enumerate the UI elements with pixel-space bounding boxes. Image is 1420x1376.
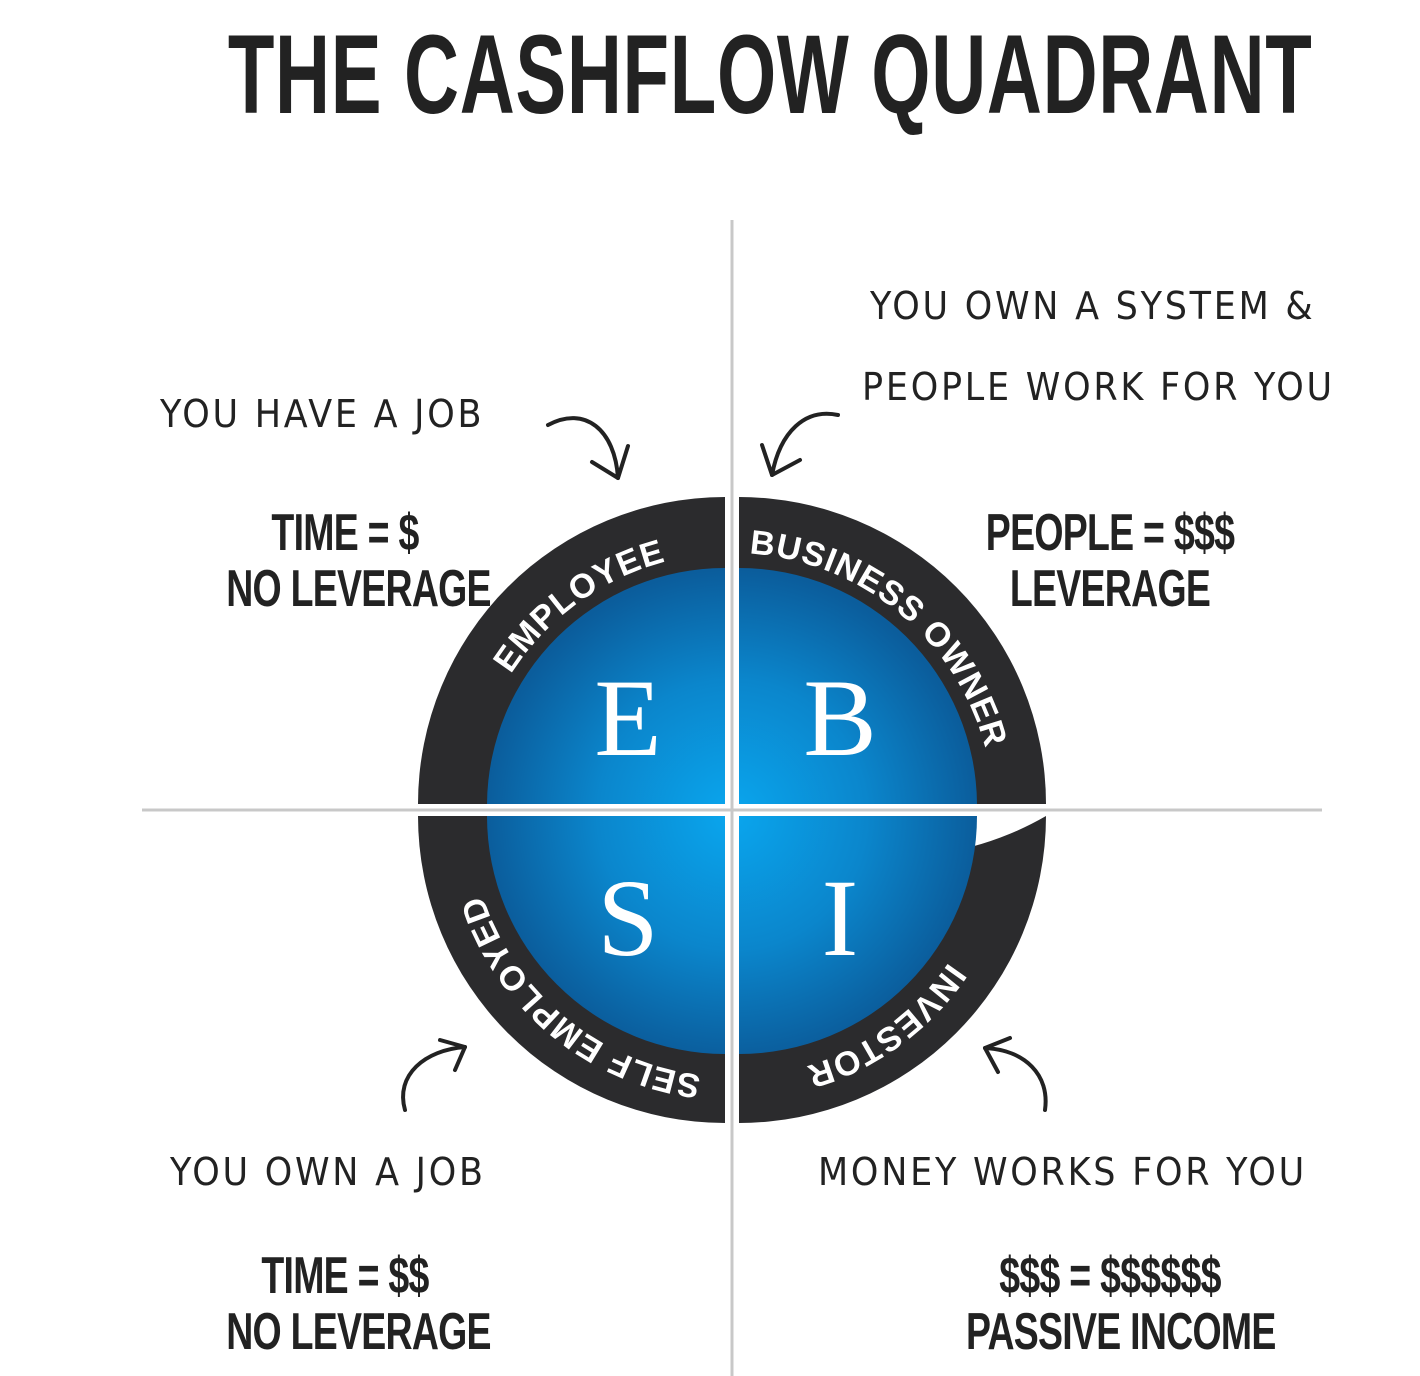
stat-self-employed: TIME = $$ NO LEVERAGE: [226, 1247, 491, 1361]
blue-business-owner: [739, 568, 977, 804]
stat-business-owner: PEOPLE = $$$ LEVERAGE: [980, 505, 1239, 617]
page-title: THE CASHFLOW QUADRANT: [227, 12, 1313, 137]
note-employee: YOU HAVE A JOB: [160, 392, 485, 436]
stat-self-employed-line2: NO LEVERAGE: [226, 1303, 491, 1361]
stat-employee: TIME = $ NO LEVERAGE: [226, 504, 491, 618]
blue-investor: [739, 816, 977, 1054]
arrow-employee-icon: [546, 416, 630, 480]
blue-self-employed: [487, 816, 725, 1054]
arrow-self-employed-icon: [401, 1038, 467, 1112]
letter-i: I: [822, 857, 859, 979]
stat-self-employed-line1: TIME = $$: [261, 1247, 429, 1305]
arrow-investor-icon: [983, 1036, 1048, 1112]
stat-employee-line2: NO LEVERAGE: [226, 560, 491, 618]
arrow-business-owner-icon: [760, 411, 840, 477]
stat-investor: $$$ = $$$$$$ PASSIVE INCOME: [966, 1247, 1276, 1361]
note-business-owner-line1: YOU OWN A SYSTEM &: [870, 284, 1316, 328]
stat-employee-line1: TIME = $: [271, 504, 419, 562]
stat-business-owner-line2: LEVERAGE: [1009, 560, 1211, 618]
stat-investor-line1: $$$ = $$$$$$: [999, 1247, 1221, 1305]
note-self-employed: YOU OWN A JOB: [170, 1150, 486, 1194]
note-business-owner-line2: PEOPLE WORK FOR YOU: [862, 365, 1335, 409]
letter-e: E: [594, 657, 661, 779]
note-investor: MONEY WORKS FOR YOU: [818, 1150, 1308, 1194]
stat-investor-line2: PASSIVE INCOME: [966, 1303, 1276, 1361]
letter-b: B: [803, 657, 876, 779]
letter-s: S: [597, 857, 658, 979]
blue-employee: [487, 568, 725, 804]
stat-business-owner-line1: PEOPLE = $$$: [985, 504, 1235, 562]
